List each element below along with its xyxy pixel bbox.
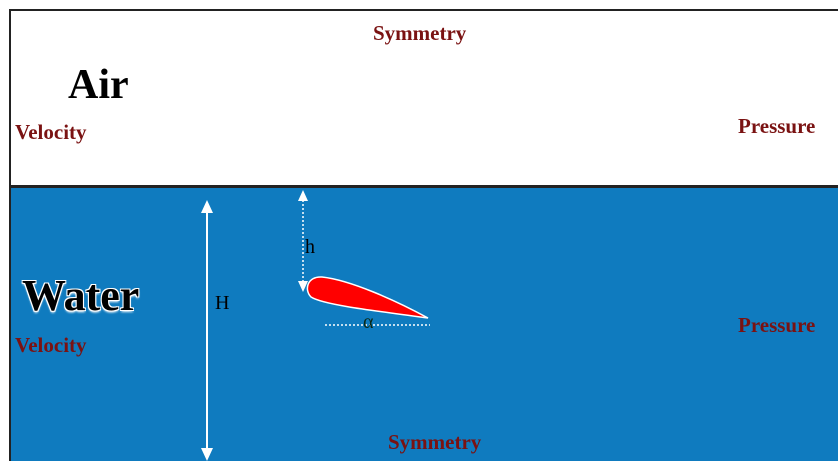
angle-label: α	[363, 311, 374, 333]
air-domain	[9, 9, 838, 186]
air-label: Air	[68, 62, 129, 108]
water-depth-label: H	[215, 292, 230, 314]
water-label: Water	[22, 271, 140, 320]
submergence-label: h	[305, 236, 315, 258]
water-inlet-label: Velocity	[15, 333, 87, 357]
bottom-boundary-label: Symmetry	[388, 430, 482, 454]
hydrofoil-shape	[306, 276, 429, 319]
submergence-arrow	[298, 190, 308, 292]
air-inlet-label: Velocity	[15, 120, 87, 144]
water-outlet-label: Pressure	[738, 313, 816, 337]
air-outlet-label: Pressure	[738, 114, 816, 138]
top-boundary-label: Symmetry	[373, 21, 467, 45]
water-domain	[9, 186, 838, 461]
water-depth-arrow	[201, 200, 213, 461]
